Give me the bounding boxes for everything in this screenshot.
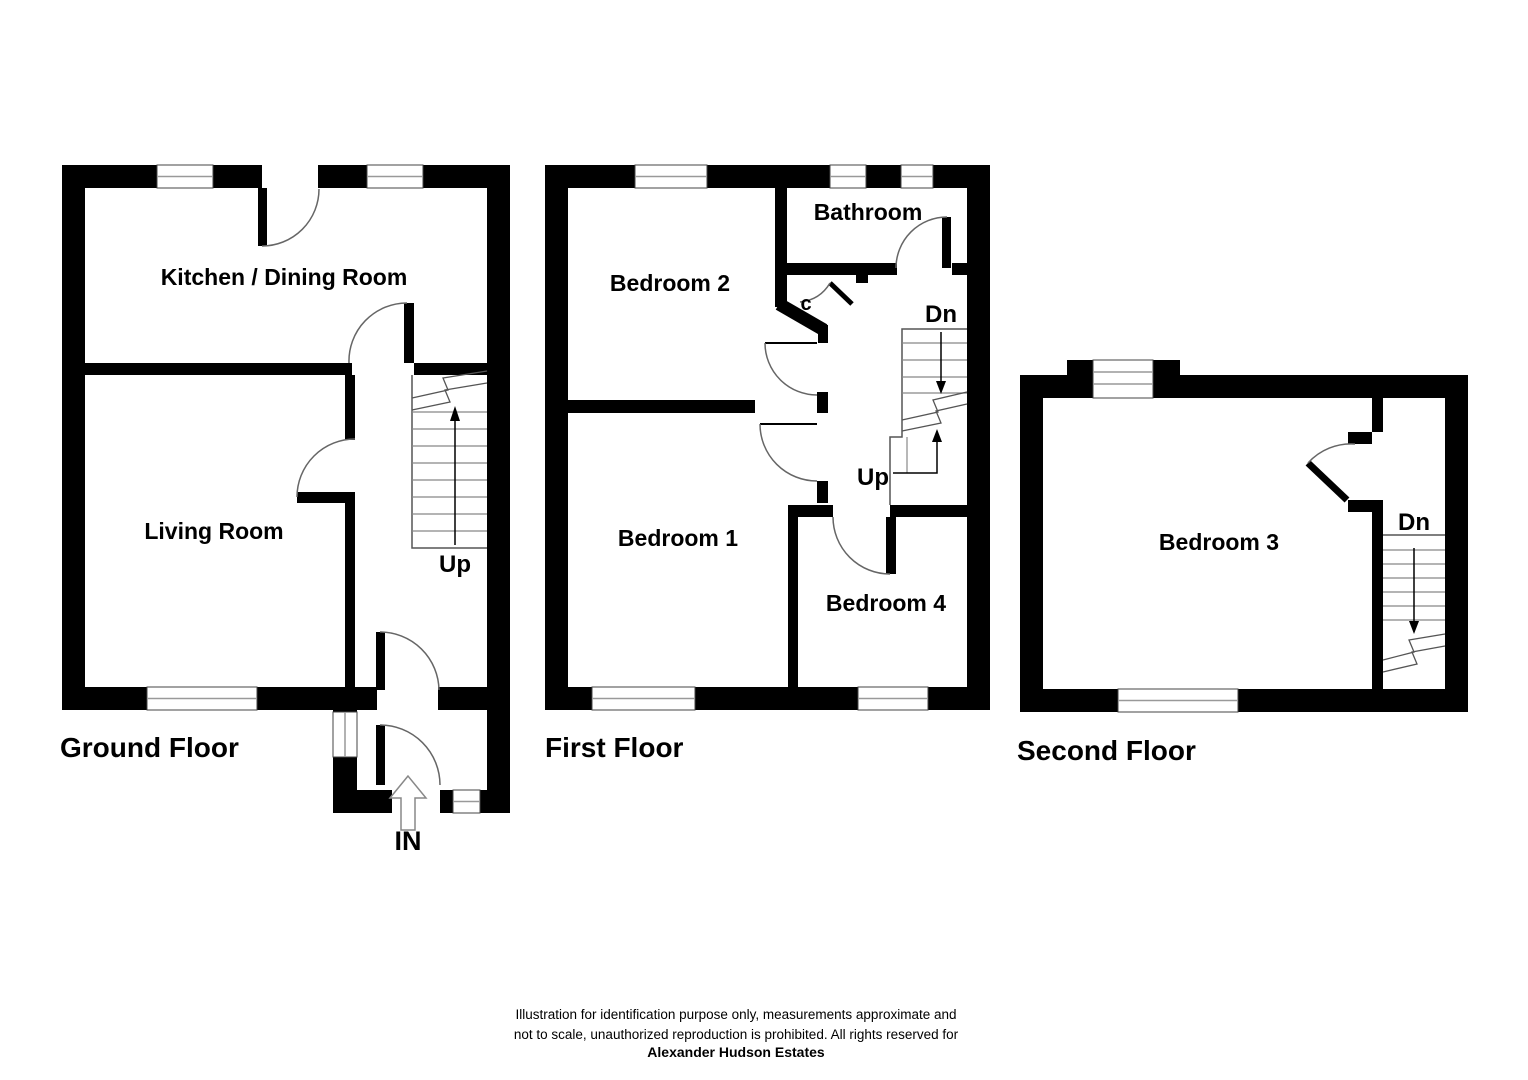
second-floor-windows	[1092, 359, 1239, 713]
bathroom-label: Bathroom	[814, 199, 923, 225]
second-floor-stairs	[1382, 534, 1446, 673]
ground-floor-windows	[146, 164, 481, 814]
ground-floor-title: Ground Floor	[60, 732, 239, 763]
stairs-dn-label-first: Dn	[925, 301, 957, 328]
first-floor-title: First Floor	[545, 732, 684, 763]
second-floor-walls	[1020, 360, 1468, 712]
footer-line-1: Illustration for identification purpose …	[516, 1007, 957, 1022]
first-floor-doors	[759, 216, 951, 575]
entrance-arrow-icon	[388, 774, 428, 831]
ground-floor-doors	[258, 188, 441, 786]
ground-floor-walls	[62, 165, 510, 813]
stairs-dn-label-second: Dn	[1398, 509, 1430, 536]
footer-line-2: not to scale, unauthorized reproduction …	[514, 1027, 959, 1042]
bedroom-1-label: Bedroom 1	[618, 525, 738, 551]
second-floor-title: Second Floor	[1017, 735, 1196, 766]
first-floor-windows	[591, 164, 934, 711]
footer-company-name: Alexander Hudson Estates	[647, 1044, 825, 1060]
first-floor-walls	[545, 165, 990, 710]
first-floor-plan: Bedroom 2 Bathroom c Dn Up Bedroom 1 Bed…	[545, 164, 990, 763]
first-floor-stairs	[889, 328, 968, 505]
stairs-up-label-ground: Up	[439, 551, 471, 578]
bedroom-4-label: Bedroom 4	[826, 590, 946, 616]
ground-floor-plan: Kitchen / Dining Room Living Room Up IN …	[60, 164, 510, 856]
living-room-label: Living Room	[144, 518, 283, 544]
bedroom-2-label: Bedroom 2	[610, 270, 730, 296]
cupboard-label: c	[800, 293, 811, 315]
footer-disclaimer: Illustration for identification purpose …	[514, 1007, 959, 1060]
kitchen-dining-room-label: Kitchen / Dining Room	[161, 264, 408, 290]
ground-floor-stairs	[411, 370, 488, 549]
second-floor-doors	[1305, 443, 1356, 503]
bedroom-3-label: Bedroom 3	[1159, 529, 1279, 555]
entrance-in-label: IN	[395, 826, 422, 856]
stairs-up-label-first: Up	[857, 464, 889, 491]
second-floor-plan: Bedroom 3 Dn Second Floor	[1017, 359, 1468, 766]
